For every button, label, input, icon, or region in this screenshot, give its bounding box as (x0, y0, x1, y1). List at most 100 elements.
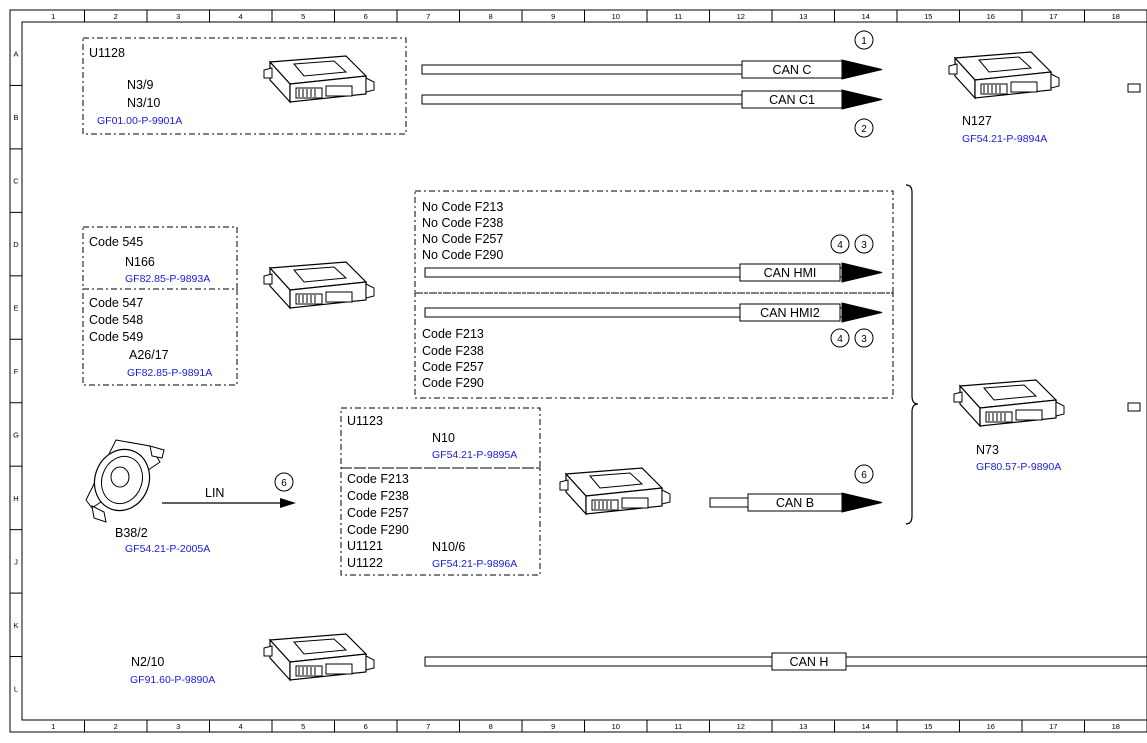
no-code-f290-label: No Code F290 (422, 248, 503, 262)
can-c1-label-box (741, 90, 843, 109)
grid-col-top-7: 7 (426, 12, 430, 21)
group-u1123 (340, 407, 541, 469)
group-code547 (82, 288, 238, 386)
component-n10-6-label: N10/6 (432, 540, 465, 554)
grid-row-E: E (13, 304, 18, 313)
grid-col-bottom-15: 15 (924, 722, 932, 731)
rain-light-sensor-icon (85, 439, 165, 523)
grid-col-top-16: 16 (987, 12, 995, 21)
can-hmi-label: CAN HMI (764, 266, 817, 280)
grid-col-top-6: 6 (364, 12, 368, 21)
n166-reference: GF82.85-P-9893A (125, 273, 210, 285)
u1121-code-f257: Code F257 (347, 506, 409, 520)
grid-row-L: L (14, 684, 18, 693)
can-b-label-box (747, 493, 843, 512)
code548-label: Code 548 (89, 313, 143, 327)
component-n73-label: N73 (976, 443, 999, 457)
u1122-label: U1122 (347, 556, 383, 570)
grid-col-bottom-8: 8 (489, 722, 493, 731)
grid-col-bottom-10: 10 (612, 722, 620, 731)
can-c1-arrow-icon (841, 89, 883, 110)
grid-col-bottom-18: 18 (1112, 722, 1120, 731)
marker-6-lin-label: 6 (281, 478, 287, 489)
component-b38-2-label: B38/2 (115, 526, 148, 540)
marker-3-bottom-label: 3 (861, 334, 867, 345)
group-u1121 (340, 467, 541, 576)
n2-10-reference: GF91.60-P-9890A (130, 674, 215, 686)
code547-label: Code 547 (89, 296, 143, 310)
ecu-n3-icon (263, 55, 375, 103)
component-n10-label: N10 (432, 431, 455, 445)
marker-3-top-label: 3 (861, 240, 867, 251)
marker-6-lin (274, 472, 294, 492)
marker-2 (854, 118, 874, 138)
grid-col-bottom-2: 2 (114, 722, 118, 731)
grid-col-top-17: 17 (1049, 12, 1057, 21)
grid-col-top-1: 1 (51, 12, 55, 21)
grid-col-top-2: 2 (114, 12, 118, 21)
grouping-brace (905, 184, 919, 525)
group-u1128 (82, 37, 407, 135)
grid-row-A: A (13, 50, 18, 59)
grid-col-top-3: 3 (176, 12, 180, 21)
grid-row-H: H (13, 494, 18, 503)
grid-col-bottom-12: 12 (737, 722, 745, 731)
grid-col-top-13: 13 (799, 12, 807, 21)
grid-col-bottom-9: 9 (551, 722, 555, 731)
code-f213-label: Code F213 (422, 327, 484, 341)
no-code-f257-label: No Code F257 (422, 232, 503, 246)
marker-4-bottom (830, 328, 850, 348)
grid-col-bottom-11: 11 (674, 722, 682, 731)
marker-1 (854, 30, 874, 50)
component-n127-label: N127 (962, 114, 992, 128)
grid-row-B: B (13, 113, 18, 122)
n127-reference: GF54.21-P-9894A (962, 133, 1047, 145)
component-n3-10-label: N3/10 (127, 96, 160, 110)
code-f257-label: Code F257 (422, 360, 484, 374)
u1128-reference: GF01.00-P-9901A (97, 115, 182, 127)
u1121-label: U1121 (347, 539, 383, 553)
grid-col-top-10: 10 (612, 12, 620, 21)
marker-3-top (854, 234, 874, 254)
u1121-code-f238: Code F238 (347, 489, 409, 503)
component-a26-17-label: A26/17 (129, 348, 169, 362)
connector-stub-n73 (1127, 402, 1141, 412)
grid-row-K: K (13, 621, 18, 630)
group-u1128-title: U1128 (89, 46, 125, 60)
group-hmi-code (414, 292, 894, 399)
grid-col-bottom-13: 13 (799, 722, 807, 731)
marker-6-can-b-label: 6 (861, 470, 867, 481)
grid-col-top-5: 5 (301, 12, 305, 21)
grid-col-bottom-7: 7 (426, 722, 430, 731)
grid-row-J: J (14, 557, 18, 566)
code-f290-label: Code F290 (422, 376, 484, 390)
component-n2-10-label: N2/10 (131, 655, 164, 669)
grid-col-bottom-17: 17 (1049, 722, 1057, 731)
grid-col-top-9: 9 (551, 12, 555, 21)
can-hmi-arrow-icon (841, 262, 883, 283)
grid-col-top-14: 14 (862, 12, 870, 21)
can-h-label-box (771, 652, 847, 671)
no-code-f213-label: No Code F213 (422, 200, 503, 214)
marker-4-top-label: 4 (837, 240, 843, 251)
no-code-f238-label: No Code F238 (422, 216, 503, 230)
group-hmi-no-code (414, 190, 894, 294)
component-n166-label: N166 (125, 255, 155, 269)
grid-col-top-12: 12 (737, 12, 745, 21)
ecu-n73-icon (953, 379, 1065, 427)
can-c1-label: CAN C1 (769, 93, 815, 107)
grid-col-top-4: 4 (239, 12, 243, 21)
grid-col-top-15: 15 (924, 12, 932, 21)
can-hmi2-label-box (739, 303, 841, 322)
can-b-arrow-icon (841, 492, 883, 513)
can-c-label-box (741, 60, 843, 79)
connector-stub-n127 (1127, 83, 1141, 93)
a26-17-reference: GF82.85-P-9891A (127, 367, 212, 379)
group-code545 (82, 226, 238, 290)
can-b-label: CAN B (776, 496, 814, 510)
lin-arrow-icon (280, 498, 296, 508)
ecu-n127-icon (948, 51, 1060, 99)
